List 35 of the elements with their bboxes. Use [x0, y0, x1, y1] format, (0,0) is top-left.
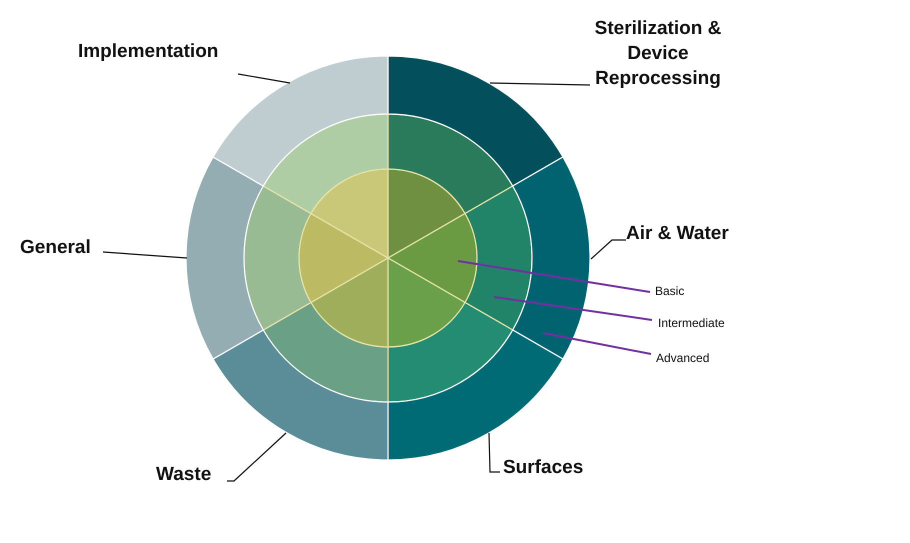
segment-label: Basic — [655, 282, 705, 300]
middle-ring-sector — [464, 185, 532, 331]
segment-label: Air & Water — [626, 220, 756, 248]
leader-line — [102, 251, 188, 259]
inner-ring-sector — [298, 212, 389, 304]
inner-ring-sector — [387, 257, 466, 348]
inner-ring-sector — [310, 257, 389, 348]
leader-line — [542, 332, 652, 355]
middle-ring-sector — [262, 302, 389, 403]
leader-line — [490, 82, 590, 86]
outer-ring-sector — [387, 55, 564, 187]
leader-line — [494, 296, 652, 321]
leader-line — [488, 432, 500, 473]
middle-ring-sector — [262, 113, 389, 214]
outer-ring-sector — [387, 329, 564, 461]
inner-ring-sector — [387, 168, 466, 259]
segment-label: Sterilization & Device Reprocessing — [572, 16, 744, 91]
middle-ring-sector — [387, 302, 514, 403]
leader-line — [458, 260, 650, 293]
segment-label: General — [20, 234, 106, 262]
outer-ring-sector — [212, 329, 389, 461]
leader-line — [238, 73, 290, 84]
segment-label: Surfaces — [503, 454, 595, 482]
middle-ring-sector — [244, 185, 312, 331]
leader-line — [227, 432, 286, 482]
outer-ring-sector — [186, 156, 264, 360]
middle-ring-sector — [387, 113, 514, 214]
segment-label: Intermediate — [658, 314, 744, 332]
segment-label: Advanced — [656, 349, 726, 367]
leader-line — [590, 239, 626, 260]
inner-ring-sector — [387, 212, 478, 304]
inner-ring-sector — [310, 168, 389, 259]
outer-ring-sector — [512, 156, 590, 360]
segment-label: Implementation — [78, 38, 248, 66]
segment-label: Waste — [156, 461, 226, 490]
